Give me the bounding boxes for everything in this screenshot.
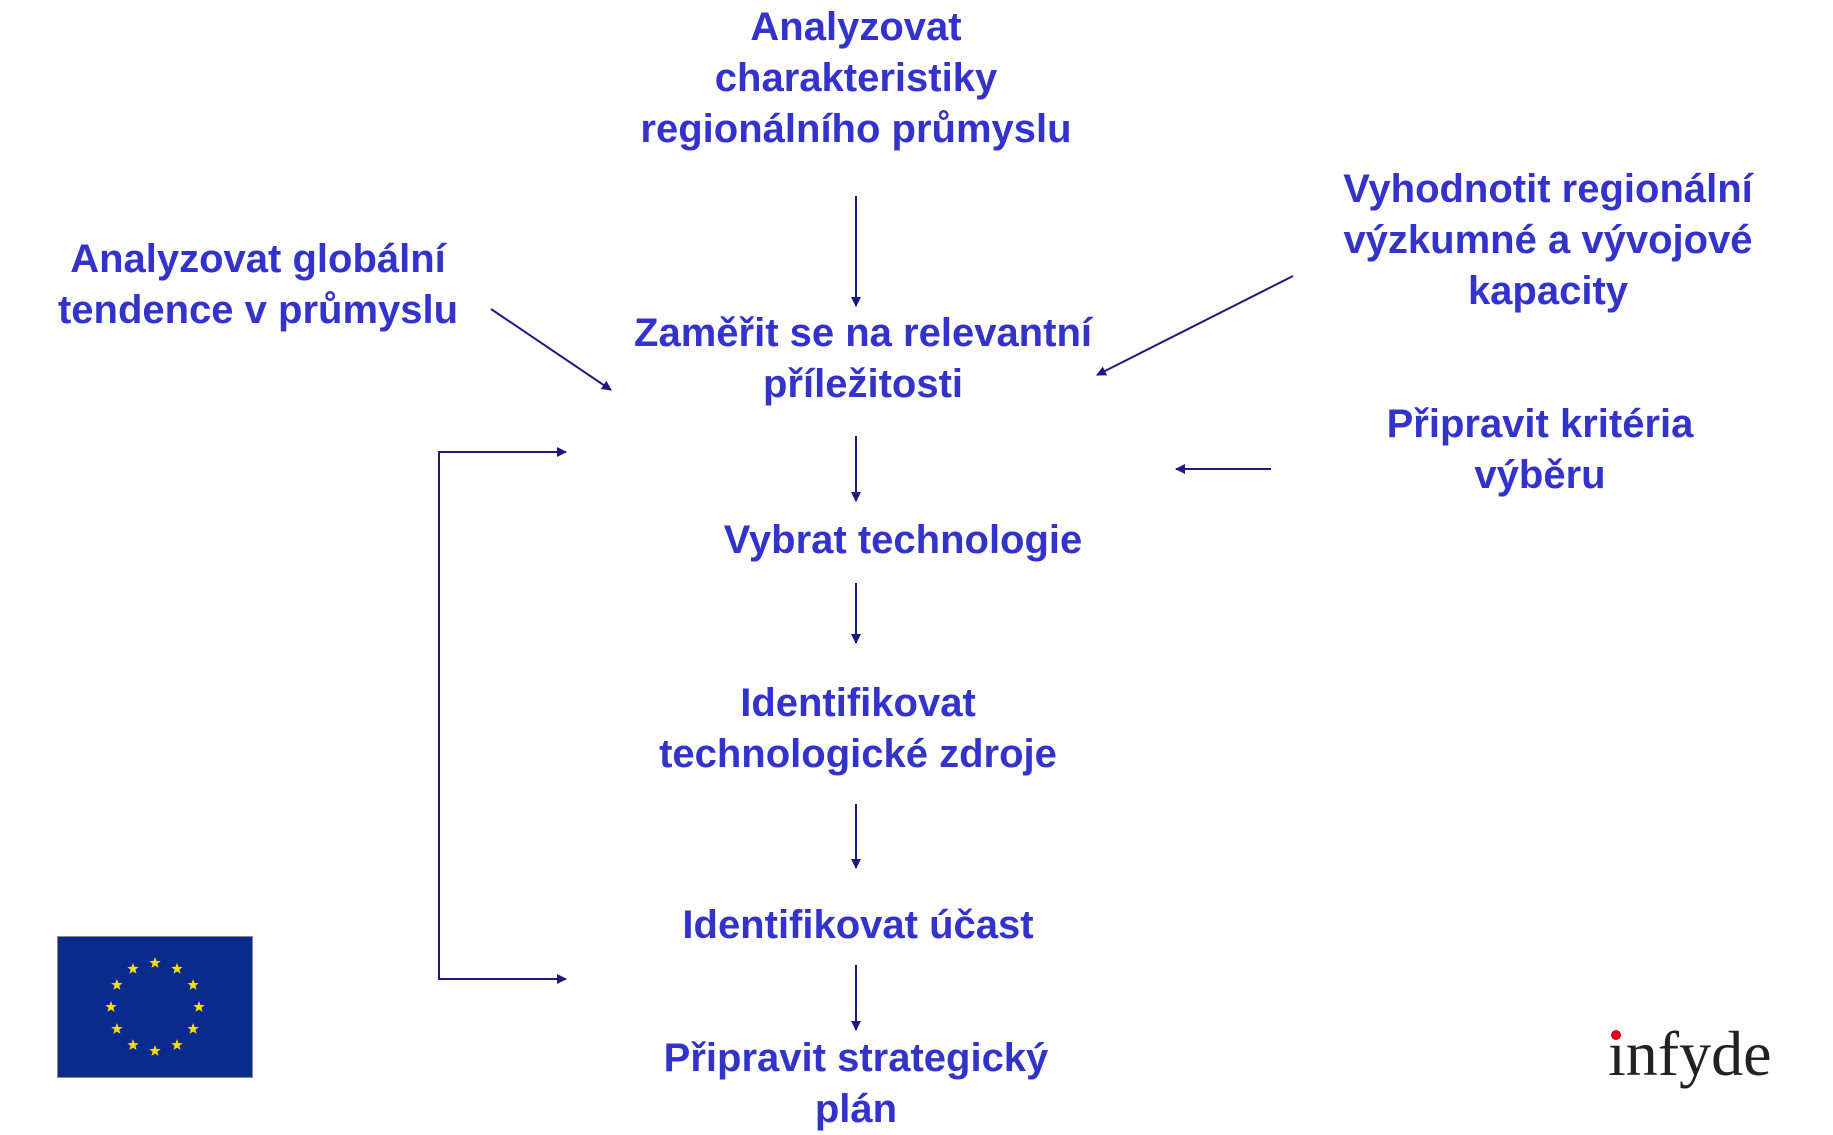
node-line: Připravit strategický: [663, 1036, 1049, 1080]
node-select-tech: Vybrat technologie: [603, 515, 1203, 566]
node-line: Identifikovat: [740, 681, 976, 725]
node-identify-sources: Identifikovat technologické zdroje: [558, 678, 1158, 780]
node-identify-participation: Identifikovat účast: [558, 900, 1158, 951]
eu-star: [171, 962, 183, 974]
eu-flag-icon: [57, 936, 253, 1078]
eu-star: [187, 1023, 199, 1034]
arrow-rd-to-focus: [1096, 275, 1294, 376]
node-analyze-global: Analyzovat globální tendence v průmyslu: [0, 234, 516, 336]
eu-star: [111, 979, 123, 990]
infyde-logo: infyde: [1608, 1022, 1772, 1086]
node-line: Vybrat technologie: [723, 518, 1083, 562]
node-line: kapacity: [1467, 269, 1629, 313]
node-line: Vyhodnotit regionální: [1343, 167, 1753, 211]
eu-star: [149, 1045, 161, 1056]
node-line: Analyzovat globální: [70, 237, 446, 281]
node-line: charakteristiky: [714, 56, 998, 100]
eu-star: [171, 1039, 183, 1050]
eu-star: [193, 1001, 205, 1012]
eu-star: [127, 1039, 139, 1050]
node-line: regionálního průmyslu: [640, 107, 1072, 151]
logo-text: infyde: [1608, 1018, 1772, 1089]
node-line: výběru: [1474, 453, 1606, 497]
eu-star: [127, 962, 139, 974]
eu-star: [149, 957, 161, 968]
eu-star: [187, 979, 199, 990]
node-criteria: Připravit kritéria výběru: [1260, 399, 1820, 501]
node-strategic-plan: Připravit strategický plán: [556, 1033, 1156, 1135]
node-line: Zaměřit se na relevantní: [634, 311, 1092, 355]
node-line: plán: [814, 1087, 898, 1131]
feedback-loop-line: [438, 451, 566, 980]
node-line: technologické zdroje: [659, 732, 1057, 776]
node-line: příležitosti: [762, 362, 964, 406]
eu-star: [111, 1023, 123, 1034]
node-line: tendence v průmyslu: [57, 288, 459, 332]
node-line: Připravit kritéria: [1386, 402, 1694, 446]
arrow-global-to-focus: [490, 308, 612, 391]
eu-stars: [105, 957, 205, 1056]
node-evaluate-rd: Vyhodnotit regionální výzkumné a vývojov…: [1263, 164, 1833, 317]
node-line: výzkumné a vývojové: [1343, 218, 1753, 262]
node-line: Identifikovat účast: [682, 903, 1034, 947]
node-focus: Zaměřit se na relevantní příležitosti: [563, 308, 1163, 410]
node-analyze-regional: Analyzovat charakteristiky regionálního …: [556, 2, 1156, 155]
logo-dot: [1611, 1030, 1621, 1040]
eu-star: [105, 1001, 117, 1012]
node-line: Analyzovat: [750, 5, 962, 49]
